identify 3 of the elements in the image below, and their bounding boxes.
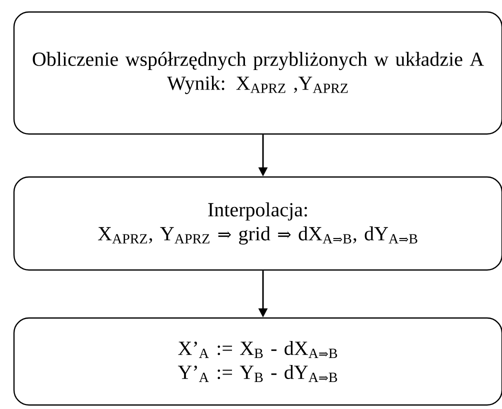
process-box: Obliczenie współrzędnych przybliżonych w układzie A Wynik: X$_{APRZ}$ ,Y$_{APRZ}$ [13,11,502,135]
process-box: X’$_{A}$ := X$_{B}$ - dX$_{A⇒B}$ Y’$_{A}$ := Y$_{B}$ - dY$_{A⇒B}$ [13,317,502,406]
process-box: Interpolacja: X$_{APRZ}$, Y$_{APRZ}$ ⇒ grid ⇒ dX$_{A⇒B}$, dY$_{A⇒B}$ [13,176,502,271]
